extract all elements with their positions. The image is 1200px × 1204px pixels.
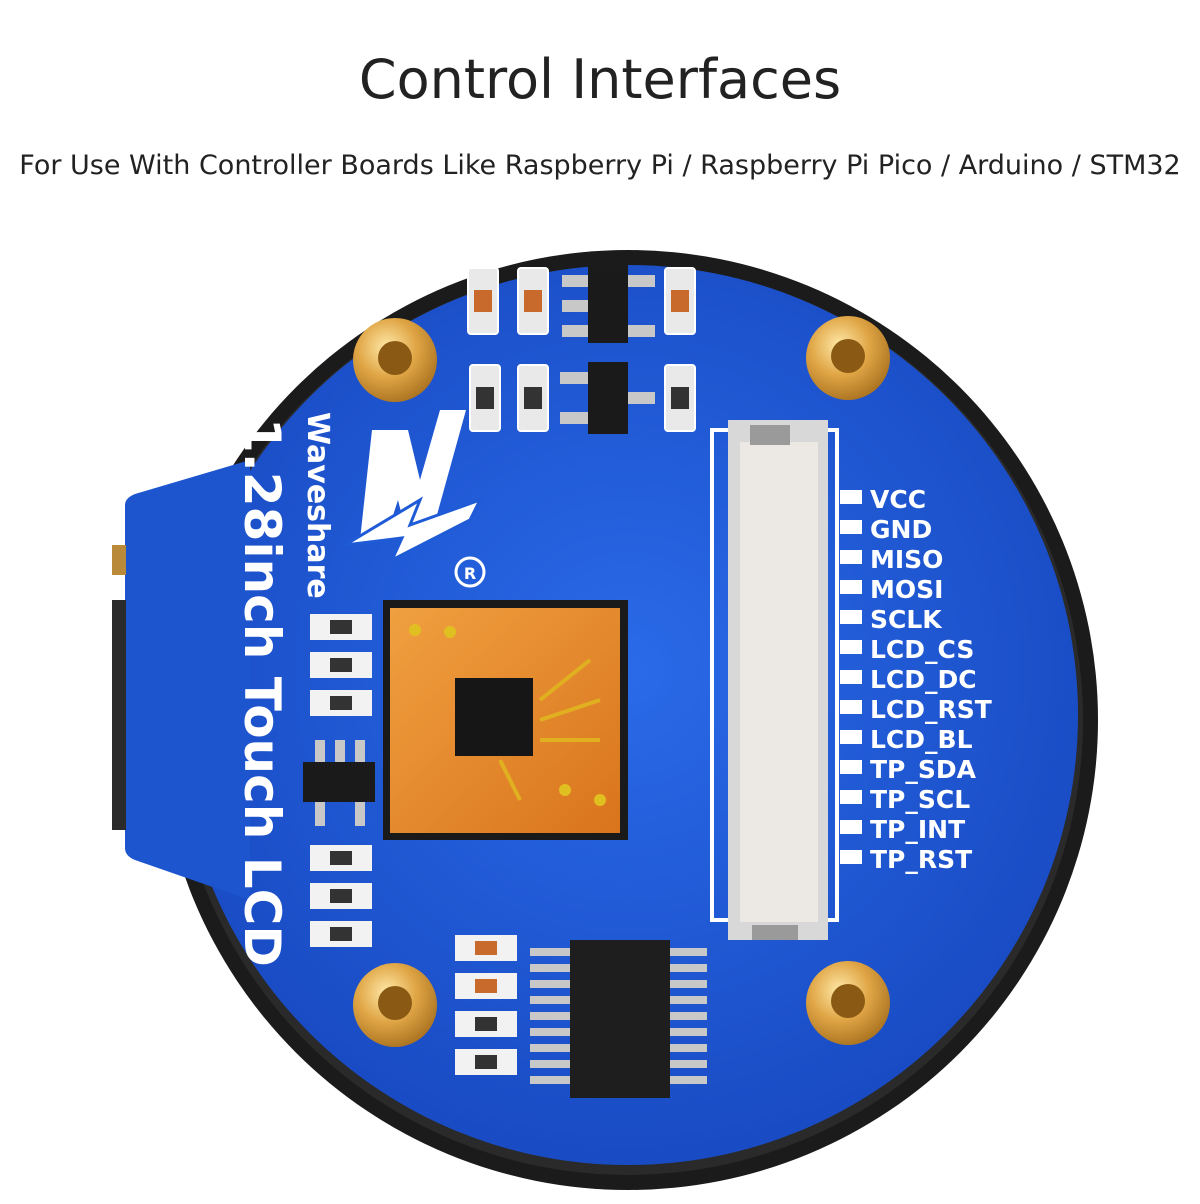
model-text: 1.28inch Touch LCD bbox=[233, 418, 291, 967]
pin-label-tp-int: TP_INT bbox=[870, 815, 965, 844]
touch-controller-area bbox=[383, 600, 628, 840]
fpc-connector bbox=[710, 420, 839, 940]
brand-text: Waveshare bbox=[300, 412, 335, 599]
mounting-hole-bottom-right bbox=[806, 961, 890, 1045]
left-ic bbox=[303, 740, 375, 826]
pin-label-mosi: MOSI bbox=[870, 575, 943, 604]
mounting-hole-top-left bbox=[353, 318, 437, 402]
page-title: Control Interfaces bbox=[358, 48, 842, 111]
pin-label-tp-rst: TP_RST bbox=[870, 845, 972, 874]
pin-label-tp-scl: TP_SCL bbox=[870, 785, 970, 814]
driver-ic bbox=[530, 940, 707, 1098]
bottom-resistor-bodies bbox=[475, 941, 497, 1069]
pin-label-lcd-dc: LCD_DC bbox=[870, 665, 977, 694]
mounting-hole-bottom-left bbox=[353, 963, 437, 1047]
waveshare-logo: R bbox=[344, 410, 486, 588]
registered-mark: R bbox=[464, 564, 476, 583]
pin-label-lcd-cs: LCD_CS bbox=[870, 635, 974, 664]
pin-label-lcd-rst: LCD_RST bbox=[870, 695, 992, 724]
page-subtitle: For Use With Controller Boards Like Rasp… bbox=[19, 150, 1181, 181]
pin-labels: VCC GND MISO MOSI SCLK LCD_CS LCD_DC LCD… bbox=[870, 485, 992, 874]
pin-label-gnd: GND bbox=[870, 515, 932, 544]
mounting-hole-top-right bbox=[806, 316, 890, 400]
regulator-chip bbox=[562, 265, 655, 343]
transistor-chip bbox=[560, 362, 655, 434]
resistor-bodies bbox=[474, 290, 689, 409]
pin-label-tp-sda: TP_SDA bbox=[870, 755, 977, 784]
pin-pads bbox=[840, 490, 862, 864]
pin-label-lcd-bl: LCD_BL bbox=[870, 725, 973, 754]
pin-label-vcc: VCC bbox=[870, 485, 926, 514]
pin-label-sclk: SCLK bbox=[870, 605, 943, 634]
pin-label-miso: MISO bbox=[870, 545, 943, 574]
left-resistor-bodies bbox=[330, 620, 352, 941]
